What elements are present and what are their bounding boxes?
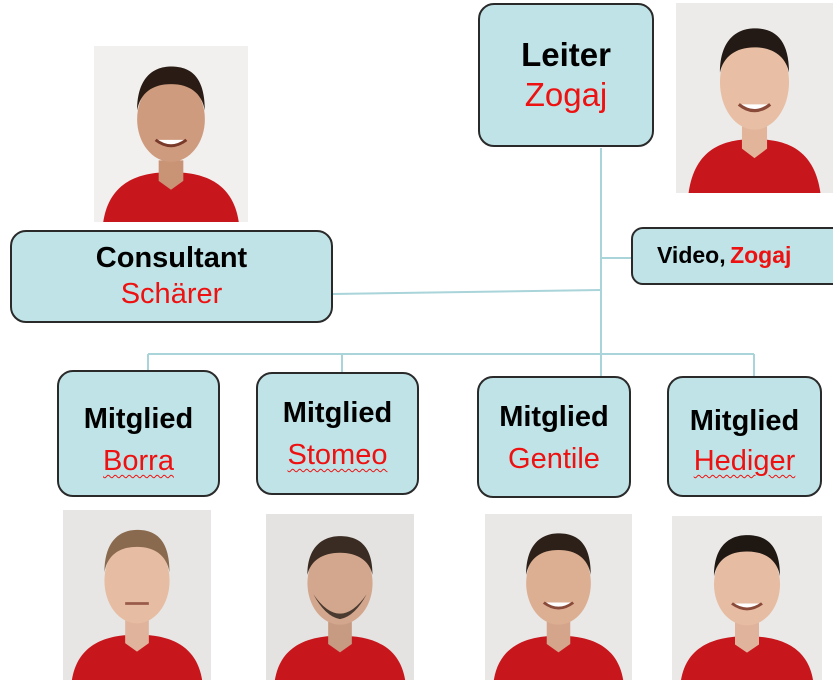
portrait-icon (672, 516, 822, 680)
portrait-photo-stomeo (266, 514, 414, 680)
consultant-name: Schärer (120, 278, 223, 310)
member-box-borra: Mitglied Borra (57, 370, 220, 497)
consultant-branch-line (332, 289, 602, 295)
portrait-photo-hediger (672, 516, 822, 680)
portrait-icon (676, 3, 833, 193)
member-name: Hediger (669, 442, 820, 480)
member-box-gentile: Mitglied Gentile (477, 376, 631, 498)
member-name: Borra (59, 442, 218, 480)
leader-role: Leiter (521, 36, 611, 73)
portrait-photo-zogaj-leader (676, 3, 833, 193)
member-role: Mitglied (689, 405, 800, 437)
member-name-gentile: Gentile (508, 443, 600, 475)
member-box-hediger: Mitglied Hediger (667, 376, 822, 497)
consultant-role: Consultant (95, 242, 248, 274)
member-role: Mitglied (282, 397, 393, 429)
member-name-stomeo: Stomeo (287, 439, 388, 471)
portrait-icon (94, 46, 248, 222)
portrait-icon (485, 514, 632, 680)
portrait-photo-borra (63, 510, 211, 680)
portrait-photo-gentile (485, 514, 632, 680)
member-box-stomeo: Mitglied Stomeo (256, 372, 419, 495)
video-box: Video, Zogaj (631, 227, 833, 285)
leader-box: Leiter Zogaj (478, 3, 654, 147)
portrait-photo-scharer-consultant (94, 46, 248, 222)
member-name: Stomeo (258, 436, 417, 474)
member-name-borra: Borra (103, 445, 174, 477)
leader-name: Zogaj (524, 76, 608, 113)
member-role: Mitglied (499, 401, 609, 433)
video-role: Video, (657, 242, 726, 268)
video-name: Zogaj (730, 242, 792, 268)
member-role: Mitglied (83, 403, 194, 435)
consultant-box: Consultant Schärer (10, 230, 333, 323)
member-name-hediger: Hediger (693, 445, 796, 477)
portrait-icon (266, 514, 414, 680)
portrait-icon (63, 510, 211, 680)
